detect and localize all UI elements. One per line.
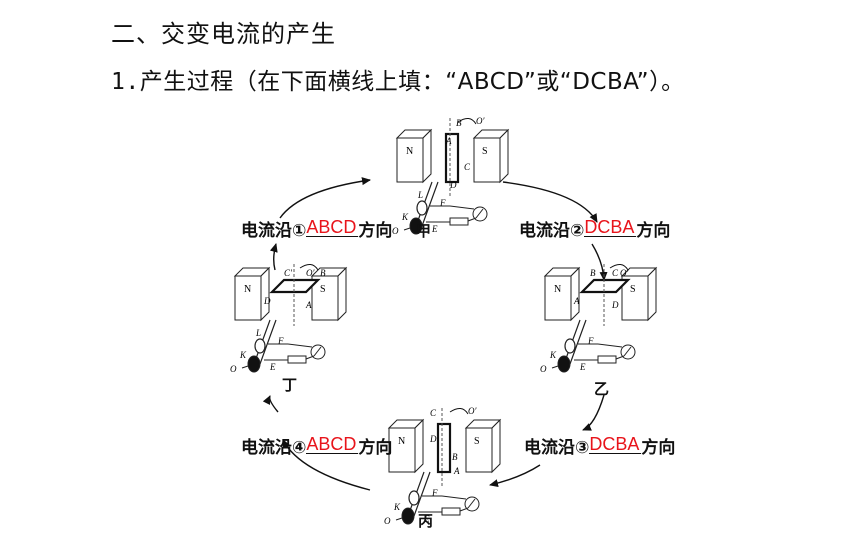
svg-text:D: D: [611, 300, 619, 310]
state-label-bing: 丙: [418, 512, 434, 530]
svg-text:K: K: [393, 502, 401, 512]
cycle-arrow-top-left: [279, 177, 371, 219]
svg-text:C: C: [612, 268, 619, 278]
pole-n-label: N: [406, 146, 413, 157]
svg-text:C: C: [464, 162, 471, 172]
svg-text:S: S: [630, 284, 636, 295]
question-line: 1.产生过程（在下面横线上填：“ABCD”或“DCBA”）。: [111, 62, 685, 96]
svg-text:F: F: [439, 198, 446, 208]
svg-text:F: F: [587, 336, 594, 346]
svg-text:O: O: [384, 516, 391, 526]
generator-jia: N S B O′ A C D K O E F L: [392, 116, 509, 236]
answer-blank-1[interactable]: ABCD: [306, 217, 359, 237]
svg-text:E: E: [269, 362, 276, 372]
svg-text:L: L: [417, 190, 423, 200]
question-number: 1.: [111, 69, 140, 95]
cycle-arrow-bottom-right: [582, 394, 605, 431]
cycle-arrow-left-up: [262, 395, 279, 413]
svg-text:O: O: [230, 364, 237, 374]
cycle-arrow-top-right: [502, 181, 598, 223]
svg-text:O: O: [392, 226, 399, 236]
answer-blank-4[interactable]: ABCD: [306, 434, 359, 454]
svg-text:S: S: [320, 284, 326, 295]
svg-text:O′: O′: [476, 116, 485, 126]
svg-text:O: O: [540, 364, 547, 374]
svg-text:B: B: [320, 268, 326, 278]
svg-text:O′: O′: [468, 406, 477, 416]
answer-blank-3[interactable]: DCBA: [589, 434, 642, 454]
svg-text:O′: O′: [306, 268, 315, 278]
question-text: 产生过程（在下面横线上填：“ABCD”或“DCBA”）。: [139, 69, 685, 95]
state-label-yi: 乙: [594, 380, 610, 398]
svg-text:C′: C′: [284, 268, 293, 278]
section-heading: 二、交变电流的产生: [111, 20, 336, 48]
svg-text:B: B: [590, 268, 596, 278]
generator-ding: N S C′ O′ B D A K O E F L: [230, 264, 347, 374]
svg-text:L: L: [255, 328, 261, 338]
svg-text:O′: O′: [620, 268, 629, 278]
svg-text:C: C: [430, 408, 437, 418]
answer-blank-2[interactable]: DCBA: [584, 217, 637, 237]
state-label-jia: 甲: [416, 222, 432, 240]
svg-text:N: N: [244, 284, 251, 295]
svg-text:K: K: [239, 350, 247, 360]
svg-text:F: F: [277, 336, 284, 346]
pole-s-label: S: [482, 146, 488, 157]
svg-text:A: A: [305, 300, 312, 310]
svg-text:A: A: [573, 296, 580, 306]
svg-text:D: D: [429, 434, 437, 444]
svg-text:E: E: [423, 514, 430, 524]
svg-text:K: K: [401, 212, 409, 222]
state-label-ding: 丁: [282, 376, 298, 394]
generator-bing: N S C O′ D B A K O E F: [384, 406, 501, 526]
svg-text:B: B: [456, 118, 462, 128]
cycle-arrow-bottom: [489, 464, 541, 488]
svg-text:B: B: [452, 452, 458, 462]
svg-text:A: A: [445, 136, 452, 146]
svg-text:A: A: [453, 466, 460, 476]
svg-text:N: N: [554, 284, 561, 295]
svg-text:E: E: [579, 362, 586, 372]
cycle-arrow-left-bottom: [282, 439, 371, 491]
cycle-arrow-left-top: [269, 243, 278, 271]
svg-text:N: N: [398, 436, 405, 447]
svg-text:S: S: [474, 436, 480, 447]
svg-text:E: E: [431, 224, 438, 234]
svg-text:F: F: [431, 488, 438, 498]
generator-yi: N S B O′ C A D K O E F: [540, 264, 657, 374]
svg-text:D: D: [449, 180, 457, 190]
svg-text:D: D: [263, 296, 271, 306]
svg-text:K: K: [549, 350, 557, 360]
